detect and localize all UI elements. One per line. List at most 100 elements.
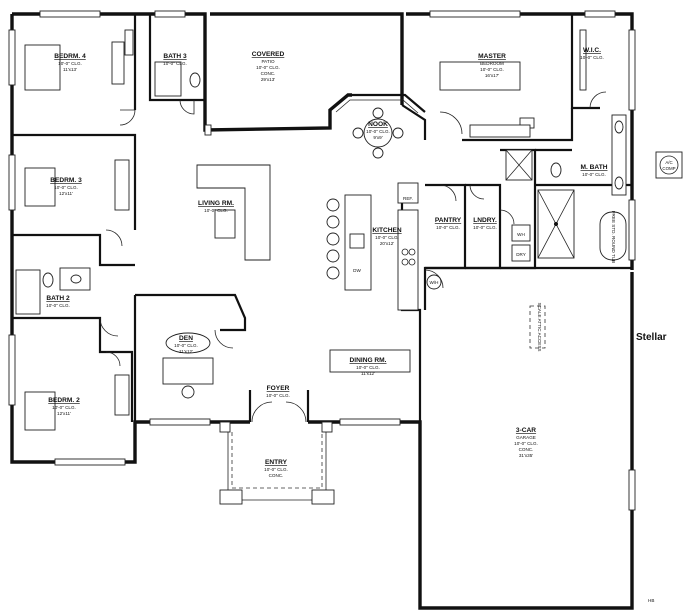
- ac-fan-icon: [659, 155, 679, 175]
- dry-label: DRY: [516, 252, 526, 257]
- kitchen-fixtures: [326, 182, 419, 311]
- window-master: [429, 10, 521, 18]
- room-name-master: MASTER: [478, 53, 506, 60]
- window-bedrm2: [8, 334, 16, 406]
- mbath-vanity: [611, 114, 627, 196]
- room-detail-nook: 10'-0" CLG.: [366, 129, 390, 134]
- room-name-bath2: BATH 2: [46, 295, 70, 302]
- patio-entry-outline: [219, 421, 335, 505]
- mbath-toilet: [550, 162, 562, 178]
- bath2-tub: [15, 269, 41, 315]
- stool-4: [326, 249, 340, 263]
- living-sectional: [196, 164, 271, 261]
- room-detail-garage: 10'-0" CLG.: [514, 441, 538, 446]
- wh-label: W/H: [430, 280, 439, 285]
- room-detail-covered_patio: 29'x13': [261, 77, 275, 82]
- stool-3: [326, 232, 340, 246]
- room-name-kitchen: KITCHEN: [372, 227, 402, 234]
- room-name-pantry: PANTRY: [435, 217, 462, 224]
- room-detail-covered_patio: CONC.: [261, 71, 276, 76]
- den-desk: [162, 357, 214, 385]
- washer: [511, 224, 531, 242]
- small-labels: REF. W/H DW WH DRY SCALE ATTIC ACCESS FR…: [353, 196, 667, 603]
- bedrm4-closet: [111, 41, 125, 85]
- room-detail-master: 10'-0" CLG.: [480, 67, 504, 72]
- windows: [8, 10, 636, 511]
- nook-chair-w: [352, 127, 364, 139]
- window-patio-post: [204, 124, 212, 136]
- room-name-mbath: M. BATH: [581, 164, 608, 171]
- room-name-foyer: FOYER: [267, 385, 290, 392]
- room-detail-garage: CONC.: [519, 447, 534, 452]
- room-detail-wic: 10'-0" CLG.: [580, 55, 604, 60]
- tub-note-label: FREE STD. ROUND TUB: [611, 211, 616, 264]
- room-name-bedrm2: BEDRM. 2: [48, 397, 80, 404]
- room-detail-bedrm4: 11'x13': [63, 67, 77, 72]
- room-detail-entry: CONC.: [269, 473, 284, 478]
- den-seating: [165, 332, 211, 354]
- mbath-sink-1: [614, 120, 624, 134]
- kitchen-counter: [397, 209, 419, 311]
- room-detail-kitchen: 10'-0" CLG.: [375, 235, 399, 240]
- room-detail-garage: GARAGE: [516, 435, 536, 440]
- room-labels: BEDRM. 410'-0" CLG.11'x13'BATH 310'-0" C…: [46, 47, 608, 478]
- room-name-bedrm3: BEDRM. 3: [50, 177, 82, 184]
- bedrm2-bed: [24, 391, 56, 431]
- room-detail-covered_patio: PATIO: [261, 59, 275, 64]
- nook-bay: [329, 93, 426, 114]
- ac-compressor: A/C COMP: [655, 151, 683, 179]
- burner-4: [408, 258, 416, 266]
- room-name-den: DEN: [179, 335, 193, 342]
- bath2-sink: [70, 274, 82, 284]
- bedrm3-bed: [24, 167, 56, 207]
- room-detail-lndry: 10'-0" CLG.: [473, 225, 497, 230]
- window-den: [149, 418, 211, 426]
- attic-access: [529, 305, 546, 349]
- entry-column-tl: [219, 421, 231, 433]
- burner-2: [408, 248, 416, 256]
- room-detail-pantry: 10'-0" CLG.: [436, 225, 460, 230]
- refrigerator: [397, 182, 419, 204]
- room-detail-bedrm4: 10'-0" CLG.: [58, 61, 82, 66]
- nook-table: [363, 118, 393, 148]
- room-detail-bedrm2: 10'-0" CLG.: [52, 405, 76, 410]
- bath3-toilet: [189, 72, 201, 88]
- room-detail-den: 11'x12': [179, 349, 193, 354]
- nook-chair-e: [392, 127, 404, 139]
- bath3-vanity: [124, 29, 134, 56]
- attic-access-label: SCALE ATTIC ACCESS: [537, 303, 542, 352]
- ac-label: A/C: [665, 160, 672, 165]
- hb-label: HB: [648, 598, 654, 603]
- room-detail-nook: 9'x9': [373, 135, 382, 140]
- room-detail-dining: 11'x12': [361, 371, 375, 376]
- room-name-nook: NOOK: [368, 121, 388, 128]
- room-name-entry: ENTRY: [265, 459, 288, 466]
- room-detail-bedrm3: 12'x11': [59, 191, 73, 196]
- ref-label: REF.: [403, 196, 413, 201]
- watermark: Stellar: [636, 332, 667, 343]
- room-name-garage: 3-CAR: [516, 427, 536, 434]
- room-detail-bath3: 10'-0" CLG.: [163, 61, 187, 66]
- entry-column-bl: [219, 489, 243, 505]
- stool-5: [326, 266, 340, 280]
- room-detail-den: 10'-0" CLG.: [174, 343, 198, 348]
- entry-column-br: [311, 489, 335, 505]
- window-dining: [339, 418, 401, 426]
- bedrm4-bed: [24, 44, 61, 91]
- master-dresser: [469, 124, 531, 138]
- master-bed: [439, 61, 521, 91]
- nook-chair-n: [372, 107, 384, 119]
- room-detail-garage: 31'x35': [519, 453, 533, 458]
- dining-table: [329, 349, 411, 373]
- window-master-side: [628, 29, 636, 111]
- window-mbath: [628, 199, 636, 261]
- room-name-bedrm4: BEDRM. 4: [54, 53, 86, 60]
- window-bedrm4-side: [8, 29, 16, 86]
- window-bedrm4: [39, 10, 101, 18]
- bedrm2-closet: [114, 374, 130, 416]
- window-bedrm3: [8, 154, 16, 211]
- room-detail-mbath: 10'-0" CLG.: [582, 172, 606, 177]
- kitchen-island: [344, 194, 372, 291]
- room-detail-living: 10'-0" CLG.: [204, 208, 228, 213]
